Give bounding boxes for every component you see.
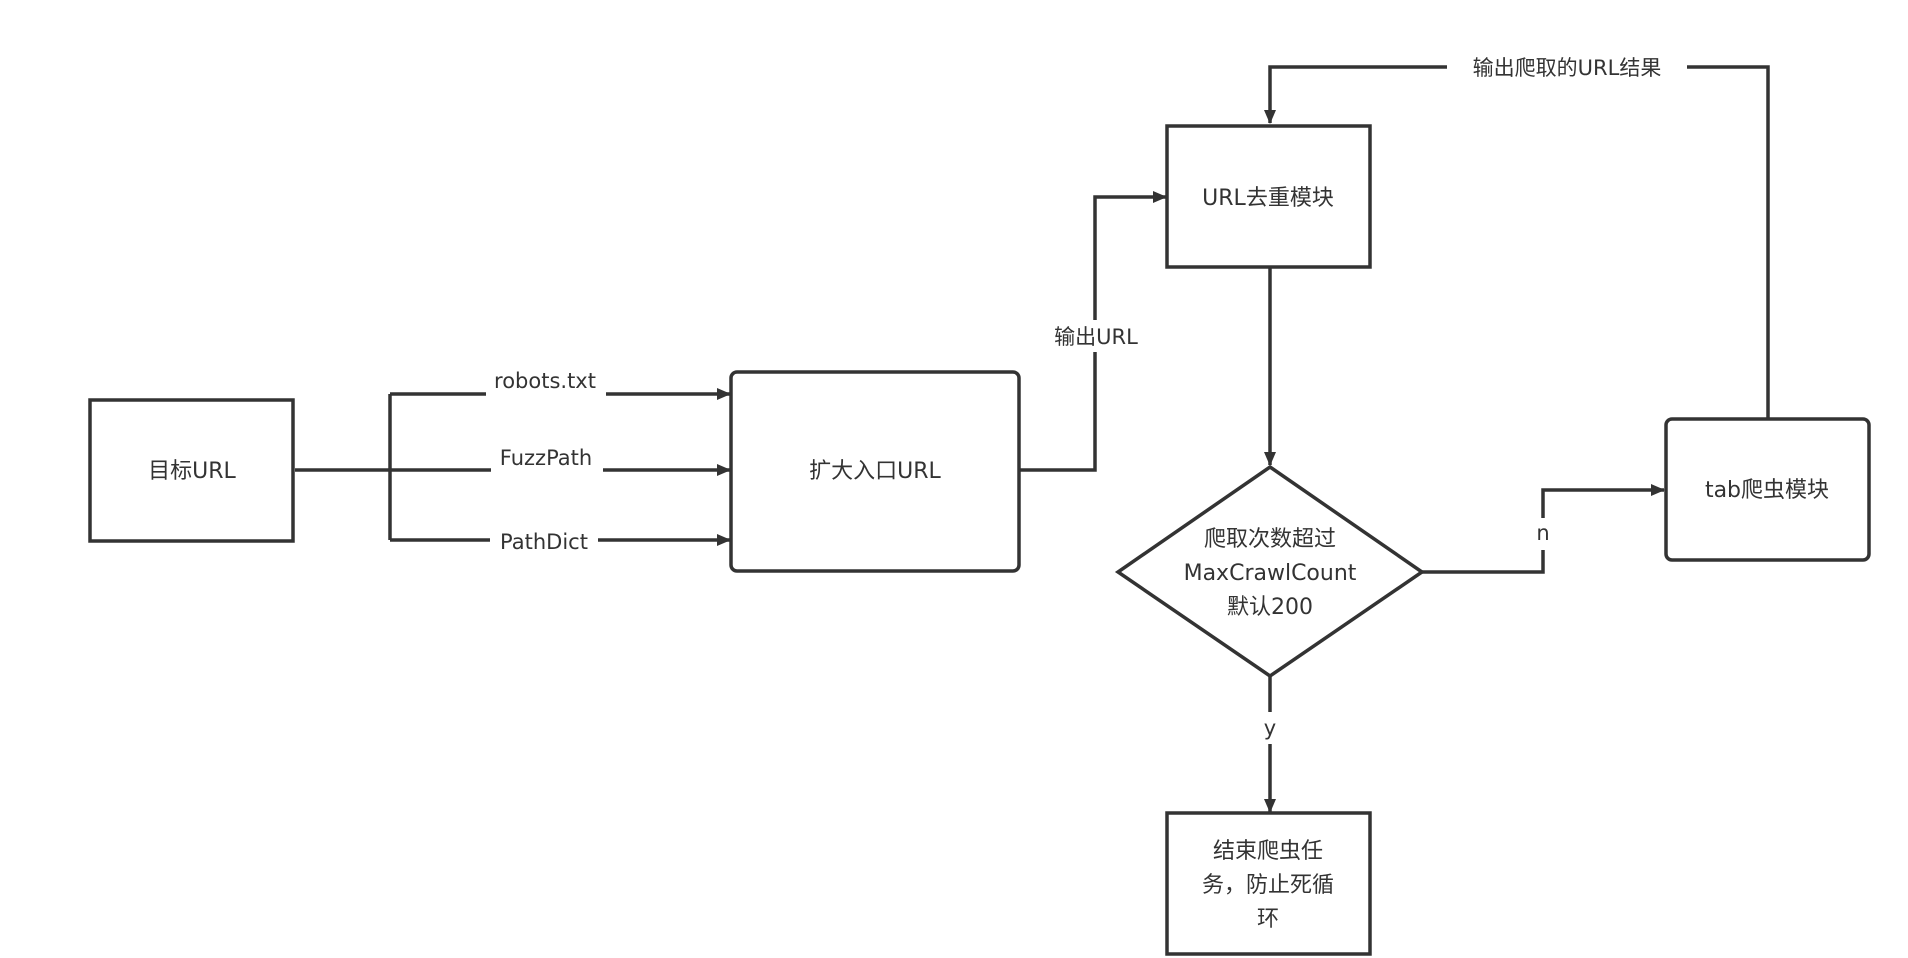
edge-label-pathdict: PathDict bbox=[490, 526, 598, 556]
node-crawl-check-line-3: 默认200 bbox=[1227, 595, 1313, 620]
node-crawl-check-line-1: 爬取次数超过 bbox=[1204, 527, 1336, 552]
node-target-url-label: 目标URL bbox=[148, 459, 236, 484]
node-expand-entry-label: 扩大入口URL bbox=[809, 459, 941, 484]
edge-label-robots: robots.txt bbox=[486, 366, 606, 396]
node-target-url: 目标URL bbox=[88, 398, 295, 543]
edge-label-fuzzpath-text: FuzzPath bbox=[500, 446, 592, 470]
node-end-task: 结束爬虫任 务，防止死循 环 bbox=[1165, 811, 1372, 956]
edge-label-yes: y bbox=[1258, 712, 1282, 744]
node-end-task-line-2: 务，防止死循 bbox=[1202, 873, 1334, 898]
node-dedup-module-label: URL去重模块 bbox=[1202, 186, 1334, 211]
edge-label-output-url: 输出URL bbox=[1040, 320, 1152, 352]
node-dedup-module: URL去重模块 bbox=[1165, 124, 1372, 269]
node-tab-crawler: tab爬虫模块 bbox=[1664, 417, 1871, 562]
node-expand-entry: 扩大入口URL bbox=[729, 370, 1021, 573]
edge-label-no: n bbox=[1531, 518, 1555, 550]
edge-label-pathdict-text: PathDict bbox=[500, 530, 588, 554]
node-end-task-line-3: 环 bbox=[1257, 907, 1279, 932]
edge-label-yes-text: y bbox=[1264, 716, 1276, 740]
edge-label-fuzzpath: FuzzPath bbox=[491, 442, 603, 472]
node-end-task-line-1: 结束爬虫任 bbox=[1213, 839, 1323, 864]
node-crawl-check: 爬取次数超过 MaxCrawlCount 默认200 bbox=[1114, 464, 1426, 679]
edge-label-output-result-text: 输出爬取的URL结果 bbox=[1473, 56, 1662, 80]
edge-label-output-result: 输出爬取的URL结果 bbox=[1447, 52, 1687, 84]
node-crawl-check-line-2: MaxCrawlCount bbox=[1184, 561, 1357, 586]
edge-label-output-url-text: 输出URL bbox=[1054, 325, 1138, 349]
edge-label-no-text: n bbox=[1536, 521, 1549, 545]
node-tab-crawler-label: tab爬虫模块 bbox=[1705, 478, 1829, 503]
edge-label-robots-text: robots.txt bbox=[494, 369, 596, 393]
